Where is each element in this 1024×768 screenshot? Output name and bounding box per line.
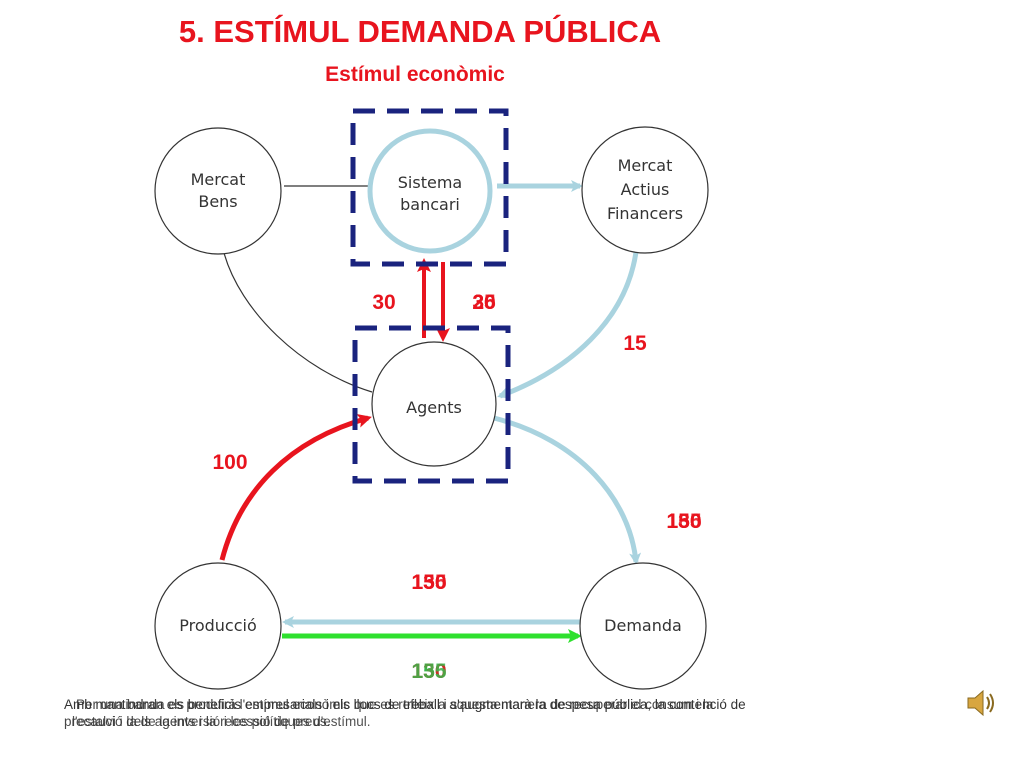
- node-demanda-label: Demanda: [604, 616, 682, 635]
- value-demand-to-production-b: 130: [411, 571, 446, 594]
- value-bank-left: 30: [372, 291, 395, 314]
- value-demand-flow-a: 150: [666, 510, 701, 533]
- arrow-actius-to-agents: [497, 251, 639, 399]
- dashed-box-agents: [352, 325, 511, 484]
- value-bank-right-c: 26: [472, 291, 495, 314]
- node-sistema-bancari-line2: bancari: [400, 195, 460, 214]
- node-agents-label: Agents: [406, 398, 462, 417]
- page-subtitle: Estímul econòmic: [325, 63, 505, 86]
- value-production-to-demand-a: 150: [411, 660, 446, 683]
- link-mercat-bens-agents: [223, 252, 373, 393]
- caption-line-1: Amb mantindran els beneficis empresarial…: [64, 697, 746, 712]
- node-sistema-bancari: [367, 128, 493, 254]
- value-demand-flow-c: 180: [666, 510, 701, 533]
- value-demand-to-production-c: 135: [411, 571, 446, 594]
- value-production-to-demand-b: 130: [411, 660, 446, 683]
- node-demanda: [579, 562, 707, 690]
- arrow-produccio-to-agents: [219, 413, 372, 561]
- node-produccio: [154, 562, 282, 690]
- caption-line-3: l'estalvi i la de la inversió i les polí…: [72, 714, 371, 729]
- arrow-agents-to-demanda: [493, 415, 642, 565]
- value-demand-flow-b: 135: [666, 510, 701, 533]
- node-mercat-actius: [581, 126, 709, 254]
- value-financial: 15: [623, 332, 647, 355]
- value-demand-to-production-a: 150: [411, 571, 446, 594]
- node-mercat-actius-line2: Actius: [621, 180, 670, 199]
- node-produccio-label: Producció: [179, 616, 257, 635]
- speaker-icon[interactable]: [964, 686, 998, 720]
- value-production-to-demand-c: 135: [411, 660, 446, 683]
- node-mercat-bens-line2: Bens: [198, 192, 237, 211]
- caption-line-2: Per una banda es produirà l'estímul econ…: [76, 697, 714, 712]
- node-mercat-bens-line1: Mercat: [191, 170, 246, 189]
- value-production-income: 100: [212, 451, 247, 474]
- page-title: 5. ESTÍMUL DEMANDA PÚBLICA: [178, 14, 662, 49]
- dashed-box-sistema: [350, 108, 509, 267]
- node-agents: [371, 341, 497, 467]
- node-sistema-bancari-line1: Sistema: [398, 173, 462, 192]
- node-mercat-actius-line1: Mercat: [618, 156, 673, 175]
- node-mercat-actius-line3: Financers: [607, 204, 683, 223]
- caption-line-4: precaució dels agents i la recessió de p…: [64, 714, 331, 729]
- value-bank-right-a: 30: [472, 291, 495, 314]
- node-mercat-bens: [154, 127, 282, 255]
- value-bank-right-b: 25: [472, 291, 496, 314]
